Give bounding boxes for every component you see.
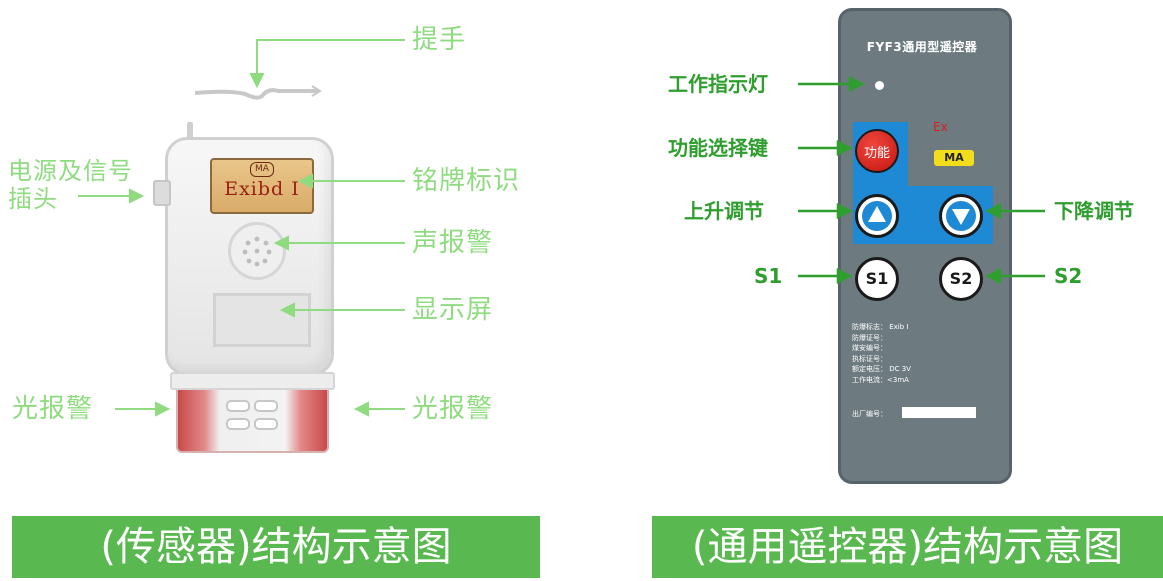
display-label: 显示屏: [412, 295, 494, 325]
ma-mark: MA: [934, 150, 974, 166]
s2-key[interactable]: S2: [939, 257, 983, 301]
s2-key-label: S2: [949, 269, 973, 288]
function-label: 功能选择键: [668, 136, 768, 160]
connector-label-line1: 电源及信号: [8, 157, 133, 185]
spec-line: 防爆标志： Exib I: [852, 323, 909, 331]
vent-slot: [226, 418, 250, 430]
light-alarm-right-label: 光报警: [412, 394, 494, 424]
nameplate-label: 铭牌标识: [412, 166, 521, 196]
vent-slot: [226, 400, 250, 412]
s1-key[interactable]: S1: [855, 257, 899, 301]
down-key[interactable]: [939, 194, 983, 238]
nameplate-text: Exibd I: [224, 178, 300, 200]
sensor-caption: (传感器)结构示意图: [12, 516, 540, 578]
speaker-holes: [242, 236, 272, 267]
remote-title: FYF3通用型遥控器: [866, 40, 978, 54]
triangle-down-icon: [946, 201, 976, 231]
antenna-stub: [187, 122, 193, 140]
ex-mark: Ex: [933, 120, 948, 134]
connector-stub: [153, 180, 171, 206]
function-key-label: 功能: [863, 146, 890, 161]
light-alarm-base: [176, 383, 329, 453]
light-alarm-left-label: 光报警: [12, 394, 94, 424]
vent-slot: [254, 400, 278, 412]
spec-line: 额定电压： DC 3V: [852, 365, 911, 373]
connector-label-line2: 插头: [8, 185, 58, 213]
s1-label: S1: [754, 264, 783, 288]
spec-line: 煤安编号：: [852, 344, 887, 352]
remote-caption: (通用遥控器)结构示意图: [652, 516, 1163, 578]
s2-label: S2: [1054, 264, 1083, 288]
function-key[interactable]: 功能: [855, 129, 899, 173]
nameplate: MA Exibd I: [210, 158, 314, 214]
triangle-up-icon: [862, 201, 892, 231]
vent-slot: [254, 418, 278, 430]
indicator-label: 工作指示灯: [668, 72, 768, 96]
display-screen: [213, 293, 311, 347]
s1-key-label: S1: [865, 269, 889, 288]
spec-block: 防爆标志： Exib I 防爆证号： 煤安编号： 执标证号： 额定电压： DC …: [852, 322, 911, 385]
light-alarm-top: [170, 372, 335, 390]
spec-line: 防爆证号：: [852, 333, 887, 342]
nameplate-ma-mark: MA: [250, 162, 274, 177]
indicator-light: [875, 81, 884, 90]
up-key[interactable]: [855, 194, 899, 238]
up-label: 上升调节: [684, 199, 764, 223]
remote-body: [838, 8, 1012, 484]
handle-label: 提手: [412, 25, 467, 55]
spec-line: 工作电流：<3mA: [852, 375, 909, 384]
serial-box: [902, 407, 976, 418]
down-label: 下降调节: [1054, 199, 1134, 223]
serial-label: 出厂编号：: [852, 410, 887, 418]
sound-alarm-label: 声报警: [412, 228, 494, 258]
spec-line: 执标证号：: [852, 354, 887, 363]
